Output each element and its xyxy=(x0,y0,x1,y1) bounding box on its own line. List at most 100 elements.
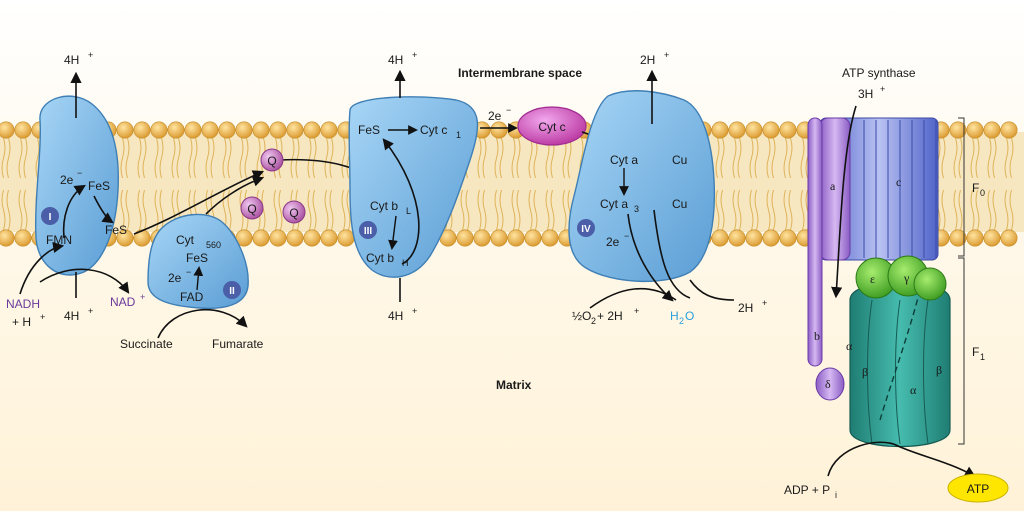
svg-text:+: + xyxy=(88,306,93,316)
lipid-tail xyxy=(970,137,975,179)
lipid-tail xyxy=(278,189,283,231)
lipid-tail xyxy=(307,137,312,179)
lipid-tail xyxy=(737,137,742,179)
lipid-head xyxy=(0,121,15,139)
lipid-tail xyxy=(341,189,346,231)
lipid-tail xyxy=(958,137,963,179)
fad-label: FAD xyxy=(180,290,204,304)
lipid-tail xyxy=(1004,137,1009,179)
lipid-tail xyxy=(125,137,130,179)
lipid-head xyxy=(541,229,559,247)
f1-subscript: 1 xyxy=(980,352,985,362)
lipid-head xyxy=(14,121,32,139)
lipid-tail xyxy=(239,137,244,179)
lipid-tail xyxy=(329,189,334,231)
lipid-head xyxy=(286,121,304,139)
lipid-tail xyxy=(18,189,23,231)
lipid-head xyxy=(303,229,321,247)
lipid-tail xyxy=(222,189,227,231)
lipid-head xyxy=(745,121,763,139)
alpha-left-label: α xyxy=(846,339,853,353)
lipid-tail xyxy=(499,189,504,231)
cyt-c1-subscript: 1 xyxy=(456,130,461,140)
water-subscript: 2 xyxy=(679,316,684,326)
cyt-a3-label: Cyt a xyxy=(600,197,628,211)
lipid-tail xyxy=(6,189,11,231)
lipid-tail xyxy=(732,189,737,231)
lipid-tail xyxy=(953,137,958,179)
lipid-tail xyxy=(516,137,521,179)
lipid-head xyxy=(320,121,338,139)
lipid-tail xyxy=(970,189,975,231)
lipid-tail xyxy=(783,189,788,231)
lipid-tail xyxy=(482,189,487,231)
lipid-tail xyxy=(346,189,351,231)
lipid-tail xyxy=(494,189,499,231)
f0-label: F xyxy=(972,181,979,195)
water-o: O xyxy=(685,309,694,323)
lipid-tail xyxy=(975,137,980,179)
lipid-head xyxy=(507,229,525,247)
lipid-tail xyxy=(477,189,482,231)
lipid-head xyxy=(966,229,984,247)
lipid-head xyxy=(184,121,202,139)
lipid-tail xyxy=(171,137,176,179)
quinone-pool: Q Q Q xyxy=(133,148,386,235)
lipid-head xyxy=(235,121,253,139)
lipid-tail xyxy=(783,137,788,179)
lipid-tail xyxy=(494,137,499,179)
lipid-tail xyxy=(715,137,720,179)
lipid-head xyxy=(728,229,746,247)
lipid-tail xyxy=(188,137,193,179)
subunit-b-label: b xyxy=(814,329,820,343)
lipid-head xyxy=(269,229,287,247)
lipid-head xyxy=(762,229,780,247)
complex-IV-h-in: 2H xyxy=(738,301,753,315)
lipid-tail xyxy=(749,137,754,179)
oxygen-fraction: ½ xyxy=(572,309,582,323)
lipid-tail xyxy=(477,137,482,179)
complex-IV-badge xyxy=(577,219,595,237)
lipid-head xyxy=(116,229,134,247)
lipid-tail xyxy=(754,189,759,231)
lipid-tail xyxy=(516,189,521,231)
complex-II-electrons: 2e xyxy=(168,271,182,285)
lipid-tail xyxy=(788,137,793,179)
lipid-tail xyxy=(324,137,329,179)
oxygen-subscript: 2 xyxy=(591,316,596,326)
lipid-tail xyxy=(307,189,312,231)
complex-IV-h-out: 2H xyxy=(640,53,655,67)
svg-text:+: + xyxy=(634,306,639,316)
svg-text:+: + xyxy=(412,50,417,60)
lipid-tail xyxy=(18,137,23,179)
lipid-tail xyxy=(273,189,278,231)
complex-I: I FeS FeS 2e − FMN 4H + 4H + NADH + H + … xyxy=(6,50,145,329)
lipid-tail xyxy=(987,137,992,179)
f1-label: F xyxy=(972,345,979,359)
lipid-head xyxy=(167,121,185,139)
quinone-1 xyxy=(260,148,284,172)
lipid-tail xyxy=(193,137,198,179)
lipid-tail xyxy=(482,137,487,179)
complex-II-fes-label: FeS xyxy=(186,251,208,265)
complex-IV-numeral: IV xyxy=(581,224,591,235)
lipid-tail xyxy=(800,189,805,231)
lipid-head xyxy=(269,121,287,139)
complex-III-electrons: 2e xyxy=(488,109,502,123)
svg-text:+: + xyxy=(412,306,417,316)
plus-h-label: + H xyxy=(12,315,31,329)
svg-text:−: − xyxy=(186,267,191,277)
lipid-tail xyxy=(142,137,147,179)
lipid-tail xyxy=(737,189,742,231)
cyt-a-label: Cyt a xyxy=(610,153,638,167)
cyt-bl-subscript: L xyxy=(406,206,411,216)
lipid-tail xyxy=(1009,137,1014,179)
lipid-tail xyxy=(953,189,958,231)
subunit-a-label: a xyxy=(830,179,836,193)
lipid-head xyxy=(14,229,32,247)
atp-label: ATP xyxy=(967,482,989,496)
cu-bottom-label: Cu xyxy=(672,197,687,211)
lipid-tail xyxy=(1009,189,1014,231)
